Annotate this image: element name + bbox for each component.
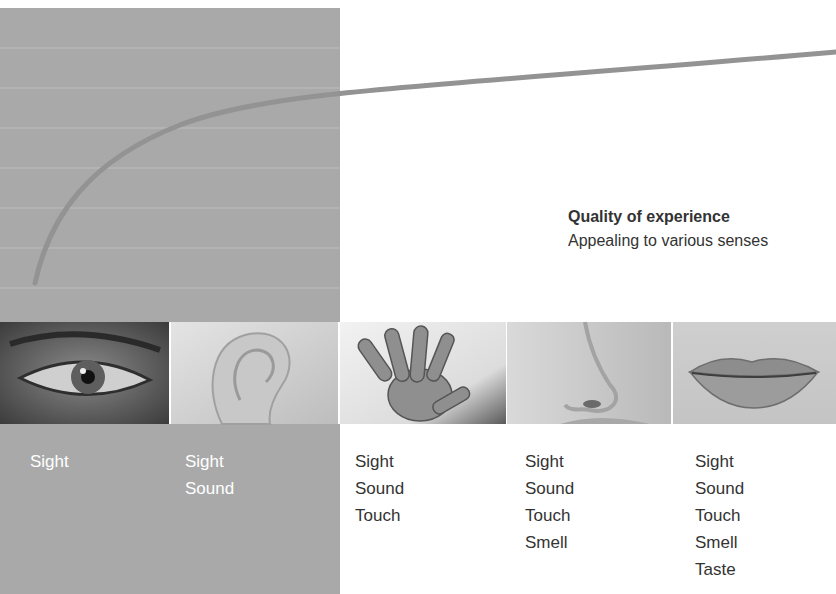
grey-panel — [0, 8, 340, 594]
sense-label: Taste — [695, 559, 736, 581]
hand-photo — [340, 322, 506, 424]
sense-label: Smell — [525, 532, 568, 554]
eye-photo — [0, 322, 169, 424]
sense-label: Sight — [525, 451, 564, 473]
heading-label: Quality of experience — [568, 206, 730, 228]
sense-label: Sight — [355, 451, 394, 473]
ear-photo — [171, 322, 338, 424]
sense-label: Smell — [695, 532, 738, 554]
sense-label: Sound — [695, 478, 744, 500]
nose-photo — [507, 322, 671, 424]
experience-curve — [35, 52, 836, 283]
sense-label: Sight — [30, 451, 69, 473]
sense-label: Touch — [525, 505, 570, 527]
sense-label: Sound — [525, 478, 574, 500]
sense-label: Sight — [695, 451, 734, 473]
sense-label: Sound — [355, 478, 404, 500]
lips-photo — [673, 322, 836, 424]
sense-label: Sight — [185, 451, 224, 473]
grid-lines — [0, 48, 340, 288]
sense-label: Touch — [355, 505, 400, 527]
photo-strip — [0, 322, 836, 424]
sense-label: Touch — [695, 505, 740, 527]
subheading-label: Appealing to various senses — [568, 230, 768, 252]
sense-label: Sound — [185, 478, 234, 500]
